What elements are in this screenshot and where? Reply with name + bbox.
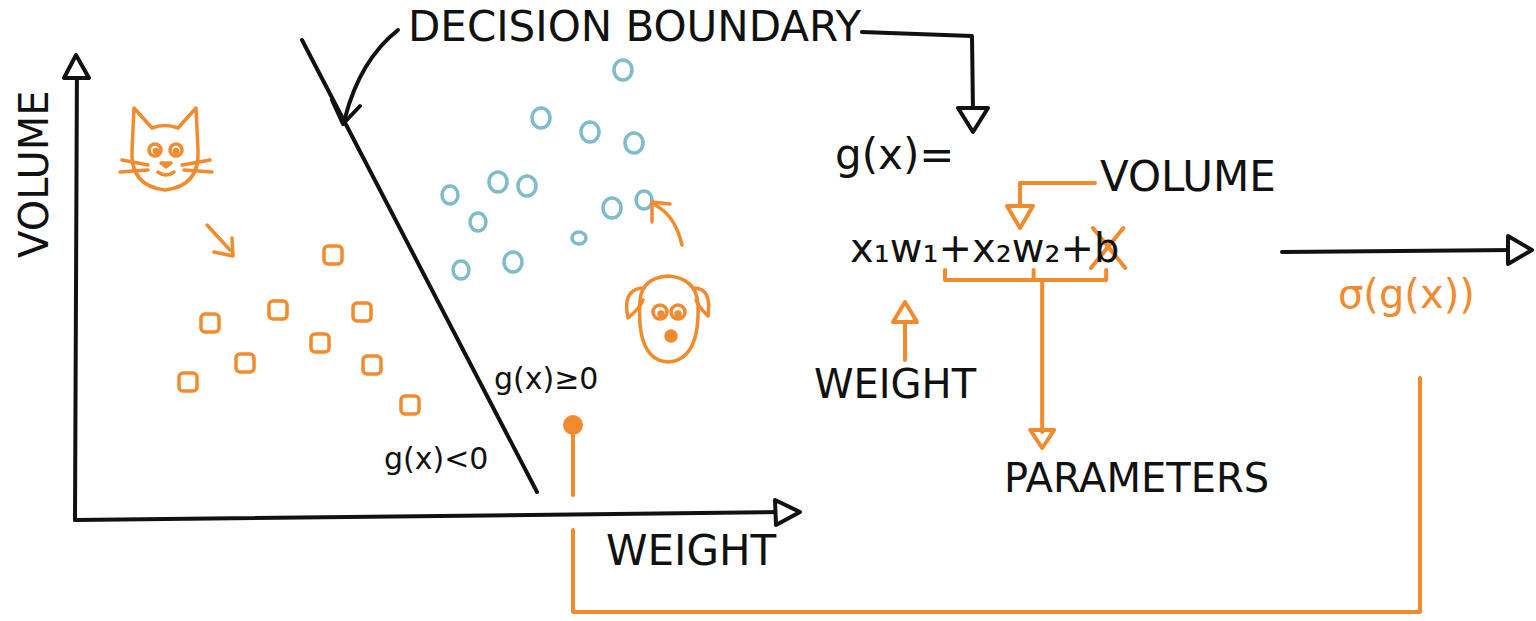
formula-head: g(x)= — [835, 132, 954, 178]
callout-label: WEIGHT — [814, 362, 976, 406]
sigma-output: σ(g(x)) — [1338, 272, 1475, 316]
callout-label: VOLUME — [1100, 154, 1276, 200]
annotation-stroke — [945, 270, 1106, 280]
axis-label: VOLUME — [12, 90, 56, 258]
formula: x₁w₁+x₂w₂+b — [850, 226, 1119, 270]
axis-label: WEIGHT — [606, 528, 776, 574]
callout-label: PARAMETERS — [1004, 456, 1269, 500]
annotation-stroke — [1030, 430, 1054, 448]
boundary-title: DECISION BOUNDARY — [408, 4, 861, 50]
region-label: g(x)≥0 — [494, 362, 598, 395]
region-label: g(x)<0 — [384, 442, 488, 475]
annotation-stroke — [1040, 280, 1044, 432]
